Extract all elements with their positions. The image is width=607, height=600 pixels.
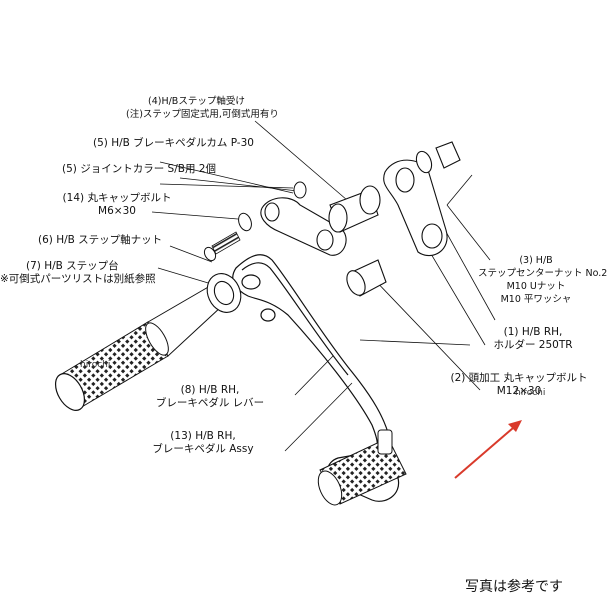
label-center-nut: (3) H/B ステップセンターナット No.2 M10 Uナット M10 平ワ…: [478, 254, 607, 306]
holder-plate-shape: [383, 159, 448, 257]
label-line: (3) H/B: [519, 255, 553, 266]
label-line: M12×30: [496, 385, 542, 397]
step-bearing-shape: [328, 185, 381, 233]
label-cap-bolt-m12: (2) 頭加工 丸キャップボルト M12×30: [440, 372, 598, 398]
label-text: (6) H/B ステップ軸ナット: [38, 234, 163, 246]
red-arrow-icon: [454, 420, 522, 479]
brake-pedal-cam-shape: [260, 197, 347, 256]
label-text: (5) H/B ブレーキペダルカム P-30: [93, 137, 254, 149]
label-holder: (1) H/B RH, ホルダー 250TR: [478, 326, 588, 352]
label-line: (14) 丸キャップボルト: [62, 192, 172, 204]
label-line: (注)ステップ固定式用,可倒式用有り: [126, 109, 279, 120]
label-line: M6×30: [98, 205, 136, 217]
footrest-peg-shape: [54, 285, 223, 411]
label-line: ステップセンターナット No.2: [478, 268, 607, 279]
label-line: ブレーキペダル Assy: [152, 443, 254, 455]
label-step-shaft-nut: (6) H/B ステップ軸ナット: [38, 234, 162, 247]
joint-collar-shape: [293, 181, 307, 199]
label-line: ※可倒式パーツリストは別紙参照: [0, 273, 156, 285]
label-line: (2) 頭加工 丸キャップボルト: [450, 372, 588, 384]
watermark: hirochi: [80, 360, 111, 370]
label-text: (5) ジョイントカラー S/B用 2個: [62, 163, 216, 175]
cap-bolt-m12-shape: [346, 259, 387, 297]
label-line: M10 Uナット: [506, 281, 566, 292]
washer-shape: [238, 212, 252, 232]
label-line: (8) H/B RH,: [180, 384, 240, 396]
label-line: (1) H/B RH,: [503, 326, 563, 338]
label-brake-pedal-cam: (5) H/B ブレーキペダルカム P-30: [93, 137, 254, 150]
watermark: hirochi: [515, 388, 546, 398]
label-line: (4)H/Bステップ軸受け: [148, 96, 245, 107]
label-brake-pedal-lever: (8) H/B RH, ブレーキペダル レバー: [135, 384, 285, 410]
label-line: ブレーキペダル レバー: [155, 397, 265, 409]
label-line: (13) H/B RH,: [170, 430, 236, 442]
label-line: ホルダー 250TR: [493, 339, 573, 351]
reference-photo-note: 写真は参考です: [465, 579, 563, 595]
label-line: M10 平ワッシャ: [500, 294, 572, 305]
pedal-tip-shape: [317, 429, 407, 506]
center-nut-shape: [415, 141, 461, 174]
label-joint-collar: (5) ジョイントカラー S/B用 2個: [62, 163, 216, 176]
label-cap-bolt-m6: (14) 丸キャップボルト M6×30: [62, 192, 172, 218]
step-shaft-nut-shape: [206, 273, 242, 313]
label-step-bearing: (4)H/Bステップ軸受け (注)ステップ固定式用,可倒式用有り: [126, 95, 279, 121]
cap-bolt-m6-shape: [203, 231, 241, 262]
label-line: (7) H/B ステップ台: [26, 260, 119, 272]
label-brake-pedal-assy: (13) H/B RH, ブレーキペダル Assy: [128, 430, 278, 456]
label-step-base: (7) H/B ステップ台 ※可倒式パーツリストは別紙参照: [0, 260, 156, 286]
